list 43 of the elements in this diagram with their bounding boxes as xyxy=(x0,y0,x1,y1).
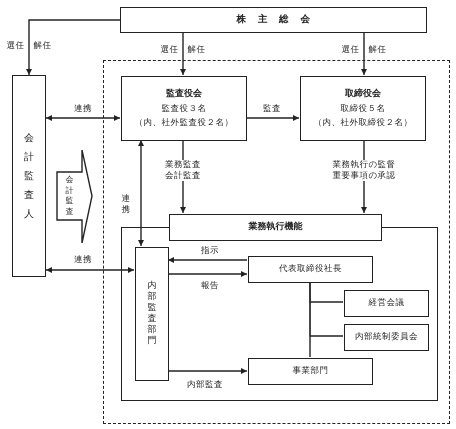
edge-label: 内部監査 xyxy=(187,380,223,391)
edge-label: 連携 xyxy=(120,194,132,216)
edge-label: 指示 xyxy=(201,246,219,257)
member-count: 取締役５名 xyxy=(340,104,386,114)
board-box xyxy=(300,76,426,141)
arrow xyxy=(361,33,367,75)
box-title: 監査役会 xyxy=(166,88,202,100)
connector-line xyxy=(309,282,311,357)
edge-label: 連携 xyxy=(74,104,92,115)
dashed-boundary xyxy=(103,60,450,424)
committee-box: 内部統制委員会 xyxy=(344,324,429,351)
arrow xyxy=(168,368,247,374)
box-title: 取締役会 xyxy=(345,88,381,100)
president-box: 代表取締役社長 xyxy=(248,256,373,283)
edge-label: 連携 xyxy=(74,255,92,266)
arrow xyxy=(46,115,120,121)
panel-heading: 業務執行機能 xyxy=(169,214,382,241)
division-box: 事業部門 xyxy=(248,358,373,385)
edge-label: 選任 解任 xyxy=(342,45,386,56)
edge-label: 会計監査 xyxy=(64,175,74,217)
arrow xyxy=(168,271,247,277)
arrow xyxy=(46,267,134,273)
function-panel xyxy=(121,214,438,401)
arrow xyxy=(168,257,247,263)
arrow xyxy=(180,33,186,75)
edge-label: 業務執行の監督重要事項の承認 xyxy=(332,160,396,182)
edge-label: 報告 xyxy=(201,281,219,292)
board-box xyxy=(121,76,247,141)
block-arrow xyxy=(56,149,93,244)
edge-label: 選任 解任 xyxy=(160,45,206,56)
council-box: 経営会議 xyxy=(344,290,429,317)
arrow xyxy=(26,19,120,75)
member-count: 監査役３名 xyxy=(162,104,206,114)
arrow xyxy=(246,115,299,121)
member-note: （内、社外取締役２名） xyxy=(314,118,412,128)
edge-label: 選任 解任 xyxy=(6,41,52,52)
meeting-box: 株主総会 xyxy=(120,7,427,33)
edge-label: 業務監査会計監査 xyxy=(164,160,202,182)
auditor-box: 会計監査人 xyxy=(12,75,46,277)
arrow xyxy=(138,140,144,246)
department-box: 内部監査部門 xyxy=(135,247,169,381)
member-note: （内、社外監査役２名） xyxy=(134,118,234,128)
edge-label: 監査 xyxy=(263,104,281,115)
